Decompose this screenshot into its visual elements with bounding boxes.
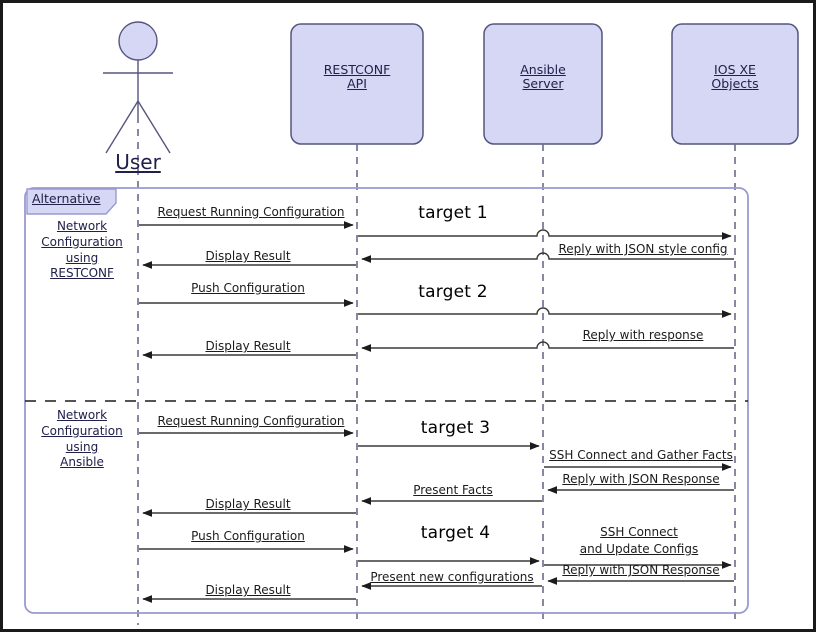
label-push-configuration-1: Push Configuration [191,281,305,295]
participant-restconf-line2: API [347,76,367,91]
frag1-line2: Configuration [41,234,123,249]
participant-iosxe-line1: IOS XE [714,62,756,77]
messages-fragment-restconf [139,221,734,359]
actor-user-figure [103,21,173,154]
label-push-configuration-2: Push Configuration [191,529,305,543]
label-ssh-connect-and-gather-facts: SSH Connect and Gather Facts [549,448,733,462]
fragment-restconf-description: Network Configuration using RESTCONF [29,219,135,282]
participant-label-ansible-server: Ansible Server [484,63,602,91]
frag2-line2: Configuration [41,423,123,438]
participant-restconf-line1: RESTCONF [323,62,391,77]
messages-fragment-ansible [139,429,734,603]
arrow-reply-with-response [361,341,734,352]
arrow-target-1 [358,229,732,240]
frag2-line4: Ansible [60,455,104,470]
label-reply-with-json-response-2: Reply with JSON Response [562,563,720,577]
fragment-ansible-description: Network Configuration using Ansible [29,408,135,471]
label-target-2: target 2 [418,282,488,302]
label-request-running-configuration-2: Request Running Configuration [157,414,345,428]
label-reply-with-json-style-config: Reply with JSON style config [558,242,728,256]
participant-label-ios-xe-objects: IOS XE Objects [672,63,798,91]
label-display-result-2: Display Result [205,339,291,353]
alt-frame-tag-label: Alternative [32,191,101,206]
arrow-reply-json-style-config [361,252,734,263]
lifelines [137,116,736,625]
participant-ansible-line1: Ansible [520,62,566,77]
label-ssh-connect: SSH Connect [600,525,678,539]
label-target-3: target 3 [420,418,491,438]
participant-label-restconf-api: RESTCONF API [291,63,423,91]
label-display-result-1: Display Result [205,249,291,263]
actor-label-user: User [115,150,161,174]
frag1-line4: RESTCONF [50,266,114,281]
frag2-line1: Network [56,408,108,422]
arrow-target-2 [358,307,732,318]
label-request-running-configuration-1: Request Running Configuration [157,205,345,219]
label-present-facts: Present Facts [413,483,493,497]
label-and-update-configs: and Update Configs [579,542,699,556]
frag1-line3: using [65,250,99,265]
label-target-4: target 4 [420,523,491,543]
label-reply-with-response: Reply with response [582,328,704,342]
label-display-result-3: Display Result [205,497,291,511]
alt-frame [24,187,749,614]
label-present-new-configurations: Present new configurations [370,570,534,584]
participant-iosxe-line2: Objects [711,76,759,91]
label-display-result-4: Display Result [205,583,291,597]
alt-frame-tag-shape [26,188,117,215]
frag2-line3: using [65,439,99,454]
frag1-line1: Network [56,219,108,233]
label-reply-with-json-response-1: Reply with JSON Response [562,472,720,486]
diagram-svg [24,21,799,625]
label-target-1: target 1 [418,203,488,223]
participant-ansible-line2: Server [522,76,564,91]
